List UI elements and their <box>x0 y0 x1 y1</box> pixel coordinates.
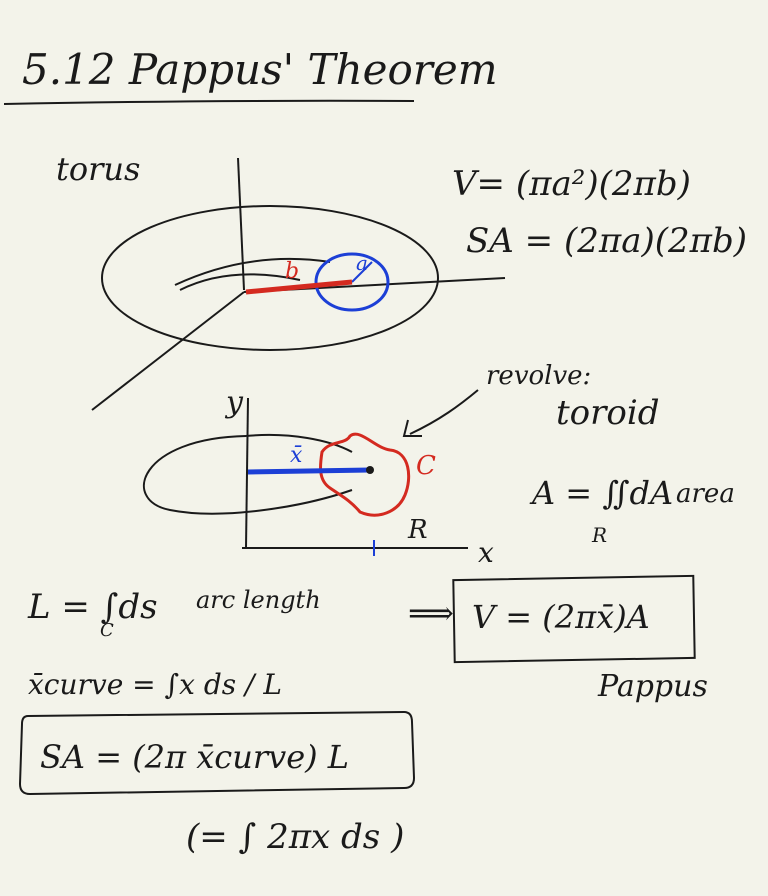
torus-sa-formula: SA = (2πa)(2πb) <box>466 221 747 261</box>
region-outline <box>318 432 411 517</box>
torus-label: torus <box>56 150 140 188</box>
arc-length-formula: L = ∫ds <box>27 587 158 627</box>
arc-length-subscript: C <box>100 620 114 641</box>
revolve-label: revolve: <box>486 361 591 391</box>
area-formula: A = ∬dA <box>529 474 673 512</box>
page-title: 5.12 Pappus' Theorem <box>22 45 498 94</box>
sa-box <box>18 710 416 796</box>
toroid-label: toroid <box>556 393 660 433</box>
title-underline <box>3 99 415 105</box>
implies-arrow: ⟹ <box>408 594 454 632</box>
toroid-axes <box>142 397 468 549</box>
pappus-sa-formula: SA = (2π x̄curve) L <box>40 738 349 776</box>
xbar-label: x̄ <box>290 443 303 468</box>
revolve-arrowhead <box>402 419 422 437</box>
arc-length-word: arc length <box>196 586 321 614</box>
a-label: a <box>356 251 368 275</box>
centroid-dot <box>366 466 374 474</box>
c-label: C <box>416 451 436 481</box>
pappus-label: Pappus <box>597 669 708 704</box>
area-word: area <box>676 479 735 509</box>
pappus-volume-formula: V = (2πx̄)A <box>472 598 650 636</box>
volume-box <box>452 574 696 664</box>
x-axis-label: x <box>478 536 494 569</box>
sa-integral: (= ∫ 2πx ds ) <box>186 817 404 857</box>
cross-section-circle <box>314 252 390 312</box>
area-subscript: R <box>591 523 607 547</box>
xbar-line <box>247 467 371 475</box>
xbar-curve-formula: x̄curve = ∫x ds / L <box>28 668 282 701</box>
revolve-arrow <box>409 389 479 435</box>
b-radius-line <box>245 279 353 295</box>
r-label: R <box>407 515 428 545</box>
y-axis-label: y <box>224 385 244 420</box>
a-radius-line <box>351 261 373 283</box>
torus-volume-formula: V= (πa²)(2πb) <box>452 164 691 204</box>
b-label: b <box>285 259 299 284</box>
torus-drawing <box>91 157 506 411</box>
